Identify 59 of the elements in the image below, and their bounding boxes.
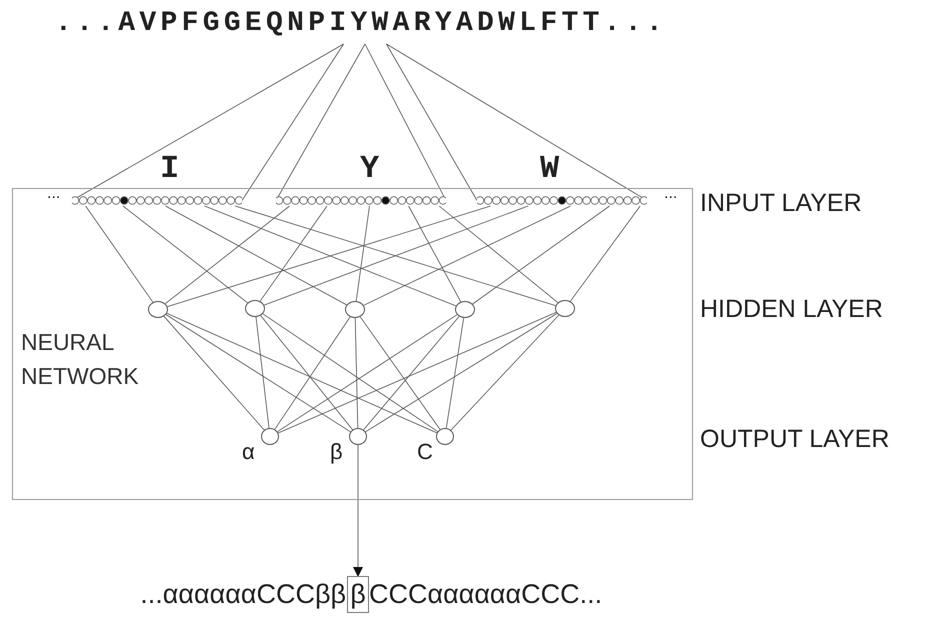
network-title: NEURAL NETWORK xyxy=(21,328,140,391)
connection-line xyxy=(262,313,438,432)
connection-line xyxy=(274,316,350,430)
sequence-text: ...AVPFGGEQNPIYWARYADWLFTT... xyxy=(55,8,675,44)
highlighted-prediction: β xyxy=(347,576,369,613)
ellipsis: ... xyxy=(47,184,60,204)
connection-line xyxy=(570,206,641,302)
connection-line xyxy=(360,316,440,430)
connection-line xyxy=(164,206,290,304)
connection-line xyxy=(365,313,558,432)
prediction-sequence: CCCααααααCCC... xyxy=(369,578,602,610)
prediction-sequence: ...ααααααCCCββ xyxy=(140,578,346,610)
connection-line xyxy=(256,316,270,428)
ellipsis: ... xyxy=(664,184,678,204)
input-window xyxy=(477,195,647,206)
connection-line xyxy=(164,316,265,430)
connection-line xyxy=(446,318,464,428)
arrow xyxy=(353,444,363,577)
connection-line xyxy=(278,312,556,434)
neuron-node xyxy=(555,300,575,317)
residue-letter: W xyxy=(540,150,560,188)
connection-line xyxy=(166,313,438,434)
neuron-node xyxy=(455,301,475,318)
layer-label: OUTPUT LAYER xyxy=(700,424,890,454)
connection-line xyxy=(264,206,528,306)
connection-line xyxy=(242,44,344,201)
layer-label: HIDDEN LAYER xyxy=(700,294,883,324)
connection-line xyxy=(122,206,248,304)
network-frame xyxy=(12,188,693,500)
connection-line xyxy=(260,315,353,430)
input-window xyxy=(72,195,242,206)
connection-line xyxy=(408,206,462,302)
connection-line xyxy=(85,206,154,303)
connection-line xyxy=(450,314,560,430)
connection-line xyxy=(356,206,370,302)
connection-line xyxy=(234,206,556,306)
connection-line xyxy=(167,206,491,307)
residue-letter: Y xyxy=(360,150,380,188)
output-class-label: β xyxy=(330,439,343,465)
connection-line xyxy=(165,206,347,306)
connection-line xyxy=(386,44,478,201)
neuron-node xyxy=(245,300,265,317)
output-class-label: α xyxy=(242,439,255,465)
connection-line xyxy=(438,206,558,303)
connection-line xyxy=(364,44,446,201)
connection-line xyxy=(354,318,358,428)
neuron-node xyxy=(345,301,365,318)
neuron-node xyxy=(148,301,168,318)
connection-line xyxy=(166,314,351,432)
layer-label: INPUT LAYER xyxy=(700,188,862,218)
connection-line xyxy=(363,316,460,430)
connection-line xyxy=(276,44,366,201)
connection-line xyxy=(363,206,571,306)
input-window xyxy=(276,195,446,206)
connection-line xyxy=(472,206,610,304)
residue-letter: I xyxy=(160,150,180,188)
connection-line xyxy=(277,314,458,432)
connection-line xyxy=(204,206,456,306)
output-class-label: C xyxy=(417,439,433,465)
